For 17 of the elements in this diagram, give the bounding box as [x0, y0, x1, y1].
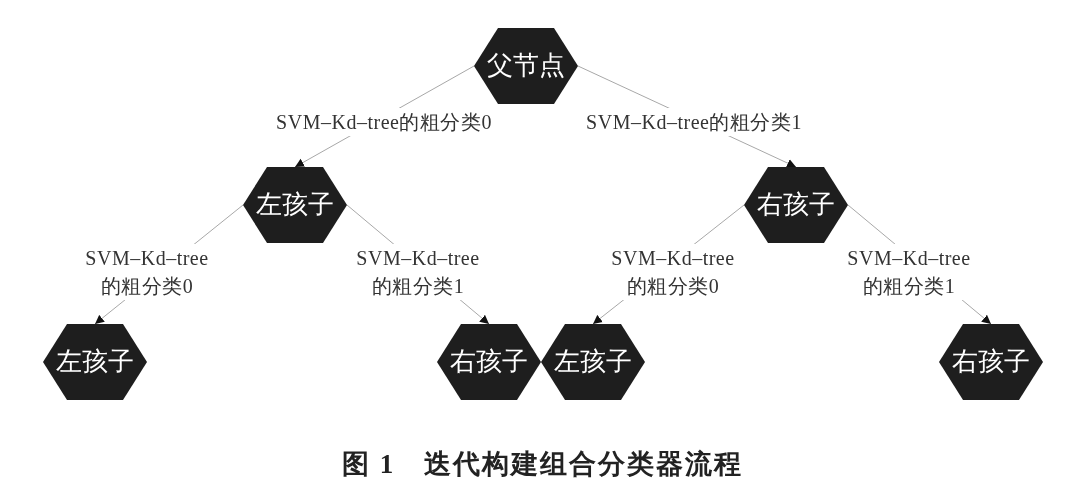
node-label: 左孩子 — [256, 192, 334, 218]
node-label: 右孩子 — [757, 192, 835, 218]
node-label: 右孩子 — [952, 349, 1030, 375]
figure-caption: 图 1 迭代构建组合分类器流程 — [341, 448, 744, 481]
edge-label: SVM–Kd–tree的粗分类1 — [586, 108, 802, 136]
node-label: 左孩子 — [56, 349, 134, 375]
node-label: 右孩子 — [450, 349, 528, 375]
hexagon-node — [243, 167, 347, 243]
node-label: 左孩子 — [554, 349, 632, 375]
hexagon-node — [437, 324, 541, 400]
hexagon-node — [43, 324, 147, 400]
hexagon-node — [474, 28, 578, 104]
hexagon-node — [744, 167, 848, 243]
hexagon-node — [541, 324, 645, 400]
edge-label: SVM–Kd–tree的粗分类0 — [276, 108, 492, 136]
node-label: 父节点 — [487, 53, 565, 79]
hexagon-node — [939, 324, 1043, 400]
